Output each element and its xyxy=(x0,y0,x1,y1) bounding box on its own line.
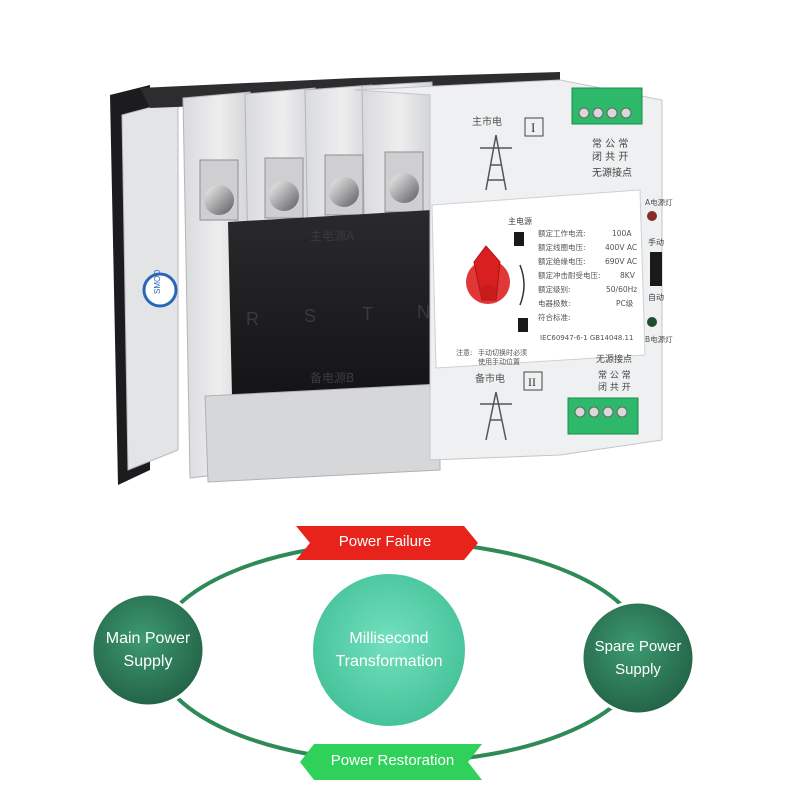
center-line1: Millisecond xyxy=(349,630,429,647)
main-switch-label: 主电源 xyxy=(508,216,532,226)
a-indicator-label: A电源灯 xyxy=(645,197,673,207)
rotary-knob[interactable] xyxy=(466,245,510,304)
roman-one: I xyxy=(531,120,535,135)
spec-label: 额定线圈电压: xyxy=(538,242,586,252)
spec-value: 8KV xyxy=(620,271,636,280)
power-failure-banner xyxy=(296,526,478,560)
roman-two-box xyxy=(523,371,543,391)
cover-label-bottom: 备电源B xyxy=(310,371,354,385)
spec-value: 50/60Hz xyxy=(606,285,637,294)
center-circle xyxy=(309,570,469,730)
spec-value: PC级 xyxy=(616,298,634,308)
power-restoration-banner xyxy=(300,744,482,780)
green-terminal-top xyxy=(571,87,643,125)
spare-indicator-window xyxy=(518,318,528,332)
spec-value: IEC60947-6-1 GB14048.11 xyxy=(540,334,633,342)
transfer-switch-device: SMOO 主电源A xyxy=(110,72,673,485)
control-panel-face xyxy=(431,189,646,369)
roman-two: II xyxy=(528,375,536,389)
no-source-bottom: 无源接点 xyxy=(596,353,632,365)
spec-label: 额定工作电流: xyxy=(538,228,586,238)
main-power-circle xyxy=(90,592,206,708)
spec-label: 额定绝缘电压: xyxy=(538,256,586,266)
spec-label: 额定级别: xyxy=(538,284,571,294)
phase-r-label: R xyxy=(246,309,259,329)
screw-icon xyxy=(204,185,234,215)
notice-line2: 手动切换时必须 xyxy=(478,348,527,357)
green-terminal-bottom xyxy=(567,397,639,435)
notice-line1: 注意: xyxy=(456,348,472,357)
screw-icon xyxy=(329,177,359,207)
center-line2: Transformation xyxy=(335,653,443,670)
brand-text: SMOO xyxy=(153,270,162,294)
auto-label: 自动 xyxy=(648,292,664,302)
lower-terminal-blocks xyxy=(204,383,441,483)
terminal-top-row2: 闭 共 开 xyxy=(592,150,628,163)
phase-s-label: S xyxy=(304,306,316,326)
spec-value: 690V AC xyxy=(605,257,637,266)
rotation-arrow-icon xyxy=(519,264,525,306)
main-indicator-window xyxy=(514,232,524,246)
spec-label: 符合标准: xyxy=(538,312,571,322)
spec-label: 额定冲击耐受电压: xyxy=(538,270,601,280)
power-failure-text: Power Failure xyxy=(338,533,432,550)
screw-icon xyxy=(389,173,419,203)
terminal-top-row1: 常 公 常 xyxy=(592,137,628,150)
spare-power-line2: Supply xyxy=(615,661,661,678)
notice-line3: 使用手动位置 xyxy=(478,357,520,366)
manual-label: 手动 xyxy=(648,237,664,247)
brand-seal xyxy=(142,272,178,308)
power-restoration-text: Power Restoration xyxy=(330,752,455,769)
roman-one-box xyxy=(524,117,544,137)
terminal-bottom-row2: 闭 共 开 xyxy=(598,381,631,393)
spec-value: 400V AC xyxy=(605,243,637,252)
screw-icon xyxy=(269,181,299,211)
spare-power-line1: Spare Power xyxy=(594,638,682,655)
cover-label-top: 主电源A xyxy=(310,229,355,243)
spec-value: 100A xyxy=(612,229,632,238)
main-power-line1: Main Power xyxy=(105,630,191,647)
spec-label: 电器极数: xyxy=(538,298,571,308)
a-indicator-led xyxy=(647,211,657,221)
tower-icon-bottom xyxy=(480,391,512,441)
spec-table: 额定工作电流: 额定线圈电压: 额定绝缘电压: 额定冲击耐受电压: 额定级别: … xyxy=(538,228,637,342)
phase-t-label: T xyxy=(362,304,373,324)
terminal-bottom-row1: 常 公 常 xyxy=(598,369,631,381)
b-indicator-label: B电源灯 xyxy=(645,334,673,344)
no-source-top: 无源接点 xyxy=(592,166,632,179)
main-power-line2: Supply xyxy=(123,653,173,670)
power-cycle-diagram xyxy=(90,526,696,780)
black-phase-cover xyxy=(228,210,440,396)
top-screws xyxy=(199,151,424,221)
mode-switch[interactable] xyxy=(650,252,662,286)
b-indicator-led xyxy=(647,317,657,327)
main-mains-tag: 主市电 xyxy=(472,115,502,128)
spare-mains-tag: 备市电 xyxy=(475,372,505,385)
spare-power-circle xyxy=(580,600,696,716)
phase-n-label: N xyxy=(417,302,430,322)
tower-icon xyxy=(480,134,512,191)
